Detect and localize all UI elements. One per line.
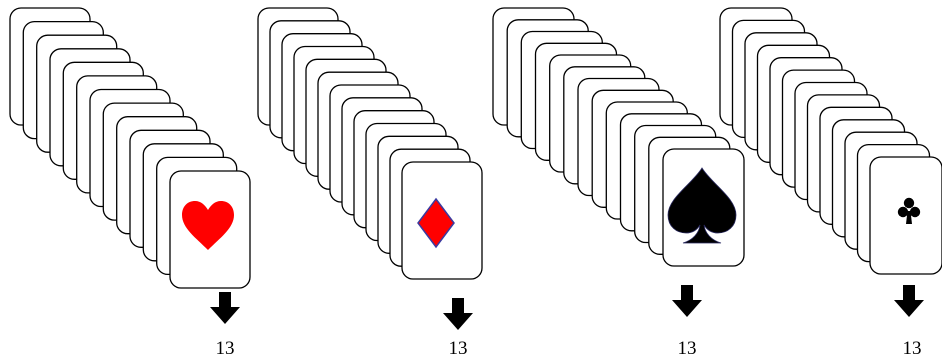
stack-count-label: 13 [449,338,468,359]
down-arrow-icon [210,292,240,324]
stack-count-label: 13 [216,338,235,359]
card-stack-diamonds: 13 [258,8,482,359]
stack-count-label: 13 [903,338,922,359]
stack-count-label: 13 [678,338,697,359]
down-arrow-icon [672,285,702,317]
card-stack-hearts: 13 [10,8,250,359]
down-arrow-icon [443,298,473,330]
card-stack-clubs: 13 [720,8,942,359]
card-stack-spades: 13 [493,8,744,359]
down-arrow-icon [894,285,924,317]
